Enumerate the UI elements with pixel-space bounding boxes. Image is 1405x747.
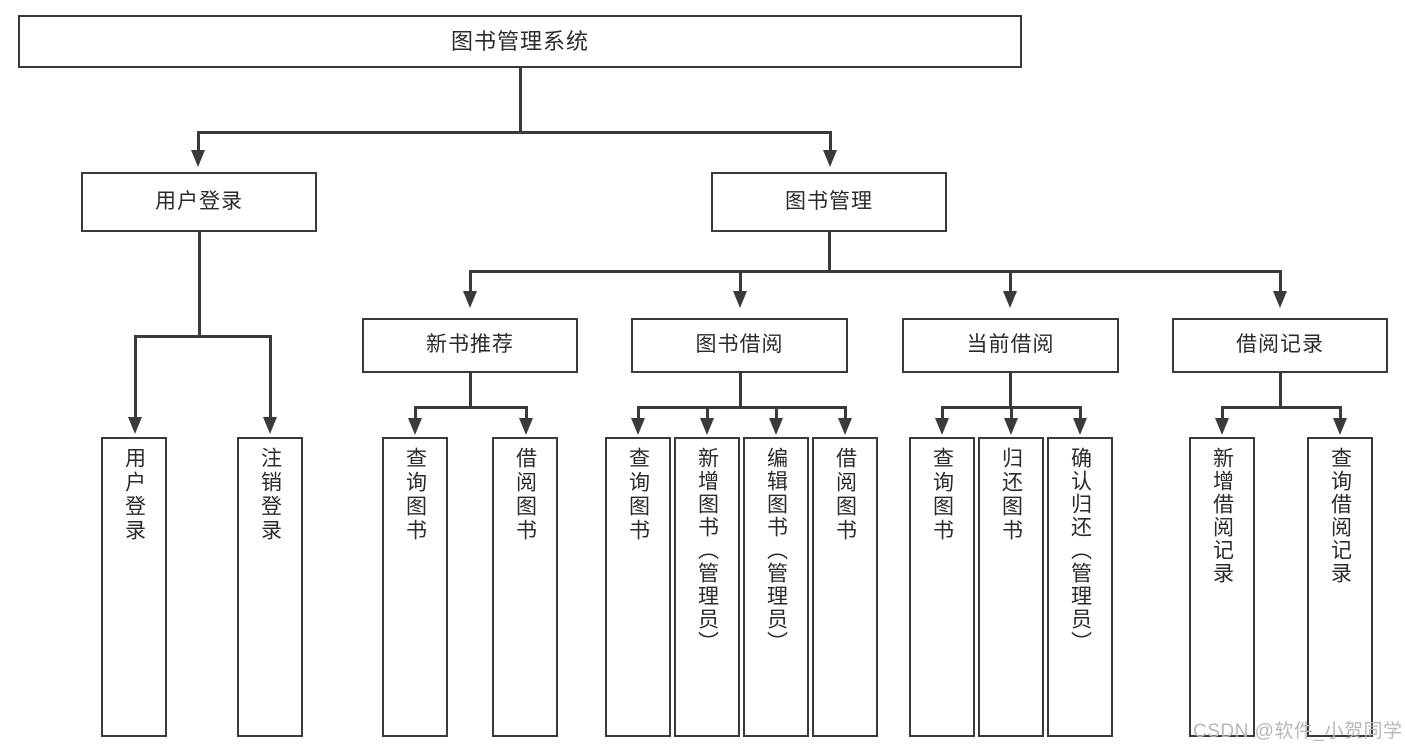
node-borrow-record[interactable]: 借阅记录 [1172, 318, 1388, 373]
leaf-bb-query-book[interactable]: 查询图书 [605, 437, 671, 737]
node-label: 查询借阅记录 [1328, 447, 1352, 585]
leaf-bb-add-book-admin[interactable]: 新增图书（管理员） [674, 437, 740, 737]
node-book-management[interactable]: 图书管理 [711, 172, 947, 232]
connector-nbr-to-leaf-1 [414, 406, 417, 420]
node-label: 归还图书 [999, 447, 1023, 543]
connector-br-stem [1279, 373, 1282, 408]
connector-bm-to-lvl3-4 [1279, 270, 1282, 293]
connector-root-to-book-management [829, 131, 832, 152]
node-root-book-management-system[interactable]: 图书管理系统 [18, 15, 1022, 68]
arrowhead-br-to-leaf-2 [1333, 418, 1347, 435]
node-label: 新书推荐 [426, 333, 514, 357]
connector-user-login-stem [198, 232, 201, 337]
leaf-cb-confirm-return-admin[interactable]: 确认归还（管理员） [1047, 437, 1113, 737]
connector-cb-stem [1009, 373, 1012, 408]
node-new-book-recommend[interactable]: 新书推荐 [362, 318, 578, 373]
arrowhead-bb-to-leaf-2 [700, 418, 714, 435]
leaf-cb-query-book[interactable]: 查询图书 [909, 437, 975, 737]
node-label: 借阅图书 [833, 447, 857, 543]
arrowhead-br-to-leaf-1 [1215, 418, 1229, 435]
connector-root-bus [197, 131, 831, 134]
node-label: 查询图书 [403, 447, 427, 543]
node-label: 用户登录 [155, 189, 243, 213]
leaf-logout[interactable]: 注销登录 [237, 437, 303, 737]
connector-br-to-leaf-2 [1339, 406, 1342, 420]
connector-nbr-to-leaf-2 [525, 406, 528, 420]
arrowhead-nbr-to-leaf-2 [519, 418, 533, 435]
arrowhead-cb-to-leaf-3 [1073, 418, 1087, 435]
connector-br-to-leaf-1 [1221, 406, 1224, 420]
node-label: 查询图书 [930, 447, 954, 543]
leaf-bb-edit-book-admin[interactable]: 编辑图书（管理员） [743, 437, 809, 737]
arrowhead-user-login-to-leaf-1 [128, 417, 142, 434]
arrowhead-cb-to-leaf-1 [935, 418, 949, 435]
leaf-nbr-query-book[interactable]: 查询图书 [382, 437, 448, 737]
connector-root-to-user-login [197, 131, 200, 152]
node-label: 注销登录 [258, 447, 282, 543]
connector-bm-to-lvl3-1 [469, 270, 472, 293]
connector-nbr-bus [414, 406, 527, 409]
node-label: 编辑图书（管理员） [764, 447, 788, 654]
arrowhead-user-login-to-leaf-2 [263, 417, 277, 434]
node-label: 当前借阅 [966, 333, 1055, 357]
leaf-br-add-record[interactable]: 新增借阅记录 [1189, 437, 1255, 737]
connector-bb-to-leaf-2 [706, 406, 709, 420]
leaf-bb-borrow-book[interactable]: 借阅图书 [812, 437, 878, 737]
node-label: 新增借阅记录 [1210, 447, 1234, 585]
connector-bb-bus [637, 406, 846, 409]
connector-bm-to-lvl3-3 [1009, 270, 1012, 293]
arrowhead-bb-to-leaf-1 [631, 418, 645, 435]
connector-book-management-bus [469, 270, 1281, 273]
node-label: 新增图书（管理员） [695, 447, 719, 654]
connector-bb-stem [739, 373, 742, 408]
node-label: 图书借阅 [695, 333, 784, 357]
node-label: 查询图书 [626, 447, 650, 543]
connector-cb-to-leaf-3 [1079, 406, 1082, 420]
node-label: 用户登录 [122, 447, 146, 543]
node-user-login[interactable]: 用户登录 [81, 172, 317, 232]
connector-user-login-to-leaf-1 [134, 335, 137, 419]
arrowhead-bb-to-leaf-4 [838, 418, 852, 435]
node-label: 借阅图书 [513, 447, 537, 543]
connector-bb-to-leaf-3 [775, 406, 778, 420]
leaf-br-query-record[interactable]: 查询借阅记录 [1307, 437, 1373, 737]
connector-bb-to-leaf-4 [844, 406, 847, 420]
connector-bb-to-leaf-1 [637, 406, 640, 420]
arrowhead-root-to-user-login [191, 150, 205, 167]
arrowhead-root-to-book-management [823, 150, 837, 167]
connector-cb-to-leaf-1 [941, 406, 944, 420]
node-book-borrow[interactable]: 图书借阅 [631, 318, 848, 373]
node-label: 确认归还（管理员） [1068, 447, 1092, 654]
leaf-cb-return-book[interactable]: 归还图书 [978, 437, 1044, 737]
node-label: 借阅记录 [1236, 333, 1324, 357]
connector-br-bus [1221, 406, 1341, 409]
arrowhead-nbr-to-leaf-1 [408, 418, 422, 435]
node-label: 图书管理系统 [450, 28, 589, 54]
connector-bm-to-lvl3-2 [739, 270, 742, 293]
leaf-user-login[interactable]: 用户登录 [101, 437, 167, 737]
arrowhead-cb-to-leaf-2 [1004, 418, 1018, 435]
arrowhead-bm-to-lvl3-2 [733, 291, 747, 308]
arrowhead-bm-to-lvl3-4 [1273, 291, 1287, 308]
connector-cb-to-leaf-2 [1010, 406, 1013, 420]
connector-root-stem [519, 68, 522, 133]
connector-nbr-stem [469, 373, 472, 408]
arrowhead-bb-to-leaf-3 [769, 418, 783, 435]
arrowhead-bm-to-lvl3-3 [1003, 291, 1017, 308]
arrowhead-bm-to-lvl3-1 [463, 291, 477, 308]
connector-book-management-stem [828, 232, 831, 272]
connector-user-login-to-leaf-2 [269, 335, 272, 419]
connector-user-login-bus [134, 335, 271, 338]
node-label: 图书管理 [785, 189, 873, 213]
leaf-nbr-borrow-book[interactable]: 借阅图书 [492, 437, 558, 737]
node-current-borrow[interactable]: 当前借阅 [902, 318, 1119, 373]
